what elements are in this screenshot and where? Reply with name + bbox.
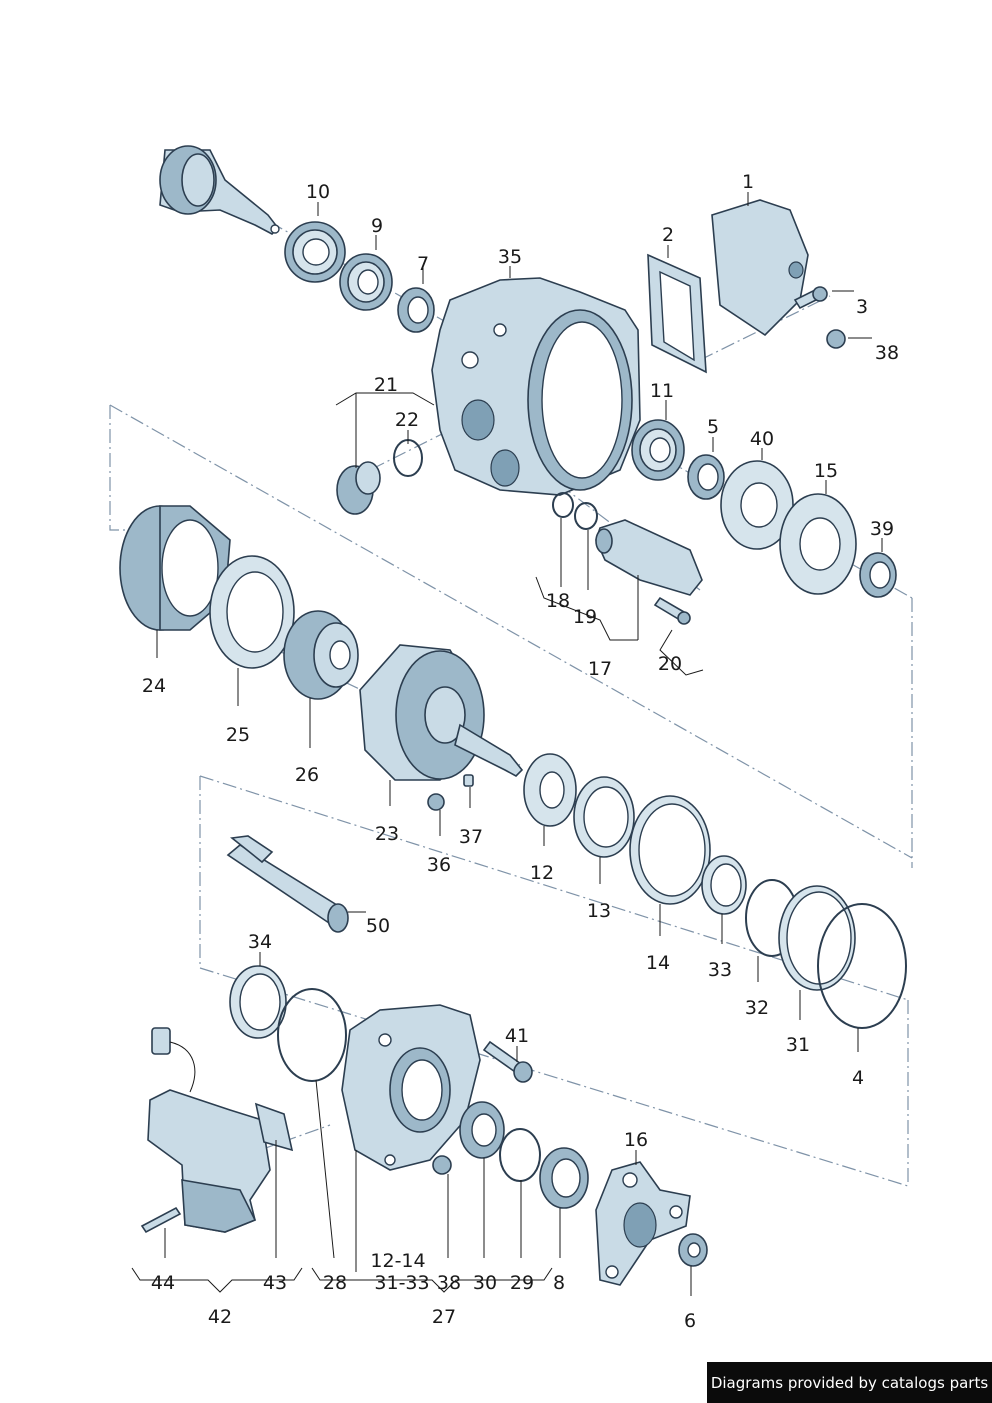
- shim-13: [573, 776, 635, 858]
- label-28: 28: [323, 1272, 347, 1294]
- label-35: 35: [498, 246, 522, 268]
- bearing-5: [687, 454, 725, 500]
- label-36: 36: [427, 854, 451, 876]
- ring-22: [393, 439, 423, 477]
- clip-36: [427, 793, 445, 811]
- label-24: 24: [142, 675, 166, 697]
- label-29: 29: [510, 1272, 534, 1294]
- label-40: 40: [750, 428, 774, 450]
- label-15: 15: [814, 460, 838, 482]
- label-37: 37: [459, 826, 483, 848]
- bolt-20: [653, 596, 691, 625]
- label-38-top: 38: [875, 342, 899, 364]
- valve-21: [336, 461, 381, 515]
- tube-50: [226, 835, 349, 933]
- control-unit-42: [147, 1027, 271, 1233]
- bearing-39: [859, 552, 897, 598]
- label-41: 41: [505, 1025, 529, 1047]
- ring-33: [701, 855, 747, 915]
- pin-37: [463, 774, 474, 787]
- ring-4: [817, 903, 907, 1029]
- label-20: 20: [658, 653, 682, 675]
- label-23: 23: [375, 823, 399, 845]
- label-42: 42: [208, 1306, 232, 1328]
- plug-38-top: [826, 329, 846, 349]
- label-12: 12: [530, 862, 554, 884]
- label-26: 26: [295, 764, 319, 786]
- label-22: 22: [395, 409, 419, 431]
- part-labels: 10 9 7 35 1 2 3 38 11 5 40 15 39 21 22 1…: [142, 171, 899, 1332]
- credit-banner: Diagrams provided by catalogs parts: [707, 1362, 992, 1403]
- label-8: 8: [553, 1272, 565, 1294]
- ring-28: [277, 988, 347, 1082]
- label-group-12-14: 12-14: [370, 1250, 425, 1272]
- housing-27: [341, 1004, 481, 1171]
- label-4: 4: [852, 1067, 864, 1089]
- label-16: 16: [624, 1129, 648, 1151]
- label-2: 2: [662, 224, 674, 246]
- housing-35: [431, 277, 641, 496]
- plug-38-bottom: [432, 1155, 452, 1175]
- bearing-9: [339, 253, 393, 311]
- label-13: 13: [587, 900, 611, 922]
- shim-15: [779, 493, 857, 595]
- label-18: 18: [546, 590, 570, 612]
- cover-1: [711, 199, 809, 337]
- ring-18: [552, 492, 574, 518]
- gasket-2: [647, 253, 707, 374]
- label-3: 3: [856, 296, 868, 318]
- label-9: 9: [371, 215, 383, 237]
- bearing-8: [539, 1147, 589, 1209]
- gasket-43: [254, 1102, 294, 1152]
- shim-12: [523, 753, 577, 827]
- actuator-17: [595, 519, 703, 596]
- label-38-bottom: 38: [437, 1272, 461, 1294]
- bearing-11: [631, 419, 685, 481]
- label-group-31-33: 31-33: [374, 1272, 429, 1294]
- hub-26: [283, 610, 359, 700]
- label-10: 10: [306, 181, 330, 203]
- ring-19: [574, 502, 598, 530]
- shim-40: [720, 460, 794, 550]
- clutch-23: [359, 644, 524, 781]
- pinion-shaft: [159, 145, 280, 235]
- label-7: 7: [417, 253, 429, 275]
- flange-16: [595, 1161, 691, 1286]
- bearing-10: [284, 221, 346, 283]
- seal-30: [459, 1101, 505, 1159]
- bush-7: [397, 287, 435, 333]
- label-1: 1: [742, 171, 754, 193]
- ring-31: [778, 885, 856, 991]
- label-34: 34: [248, 931, 272, 953]
- label-27: 27: [432, 1306, 456, 1328]
- label-39: 39: [870, 518, 894, 540]
- label-32: 32: [745, 997, 769, 1019]
- bolt-3: [793, 286, 828, 310]
- label-6: 6: [684, 1310, 696, 1332]
- label-44: 44: [151, 1272, 175, 1294]
- label-17: 17: [588, 658, 612, 680]
- plate-25: [209, 555, 295, 669]
- label-33: 33: [708, 959, 732, 981]
- label-25: 25: [226, 724, 250, 746]
- label-19: 19: [573, 606, 597, 628]
- label-14: 14: [646, 952, 670, 974]
- label-5: 5: [707, 416, 719, 438]
- label-43: 43: [263, 1272, 287, 1294]
- shim-14: [629, 795, 711, 905]
- label-50: 50: [366, 915, 390, 937]
- bolt-41: [482, 1040, 533, 1083]
- label-31: 31: [786, 1034, 810, 1056]
- label-30: 30: [473, 1272, 497, 1294]
- label-21: 21: [374, 374, 398, 396]
- nut-6: [678, 1233, 708, 1267]
- circlip-29: [499, 1128, 541, 1182]
- ring-34: [229, 965, 287, 1039]
- screw-44: [140, 1206, 182, 1234]
- leader-lines: [131, 192, 883, 1296]
- label-11: 11: [650, 380, 674, 402]
